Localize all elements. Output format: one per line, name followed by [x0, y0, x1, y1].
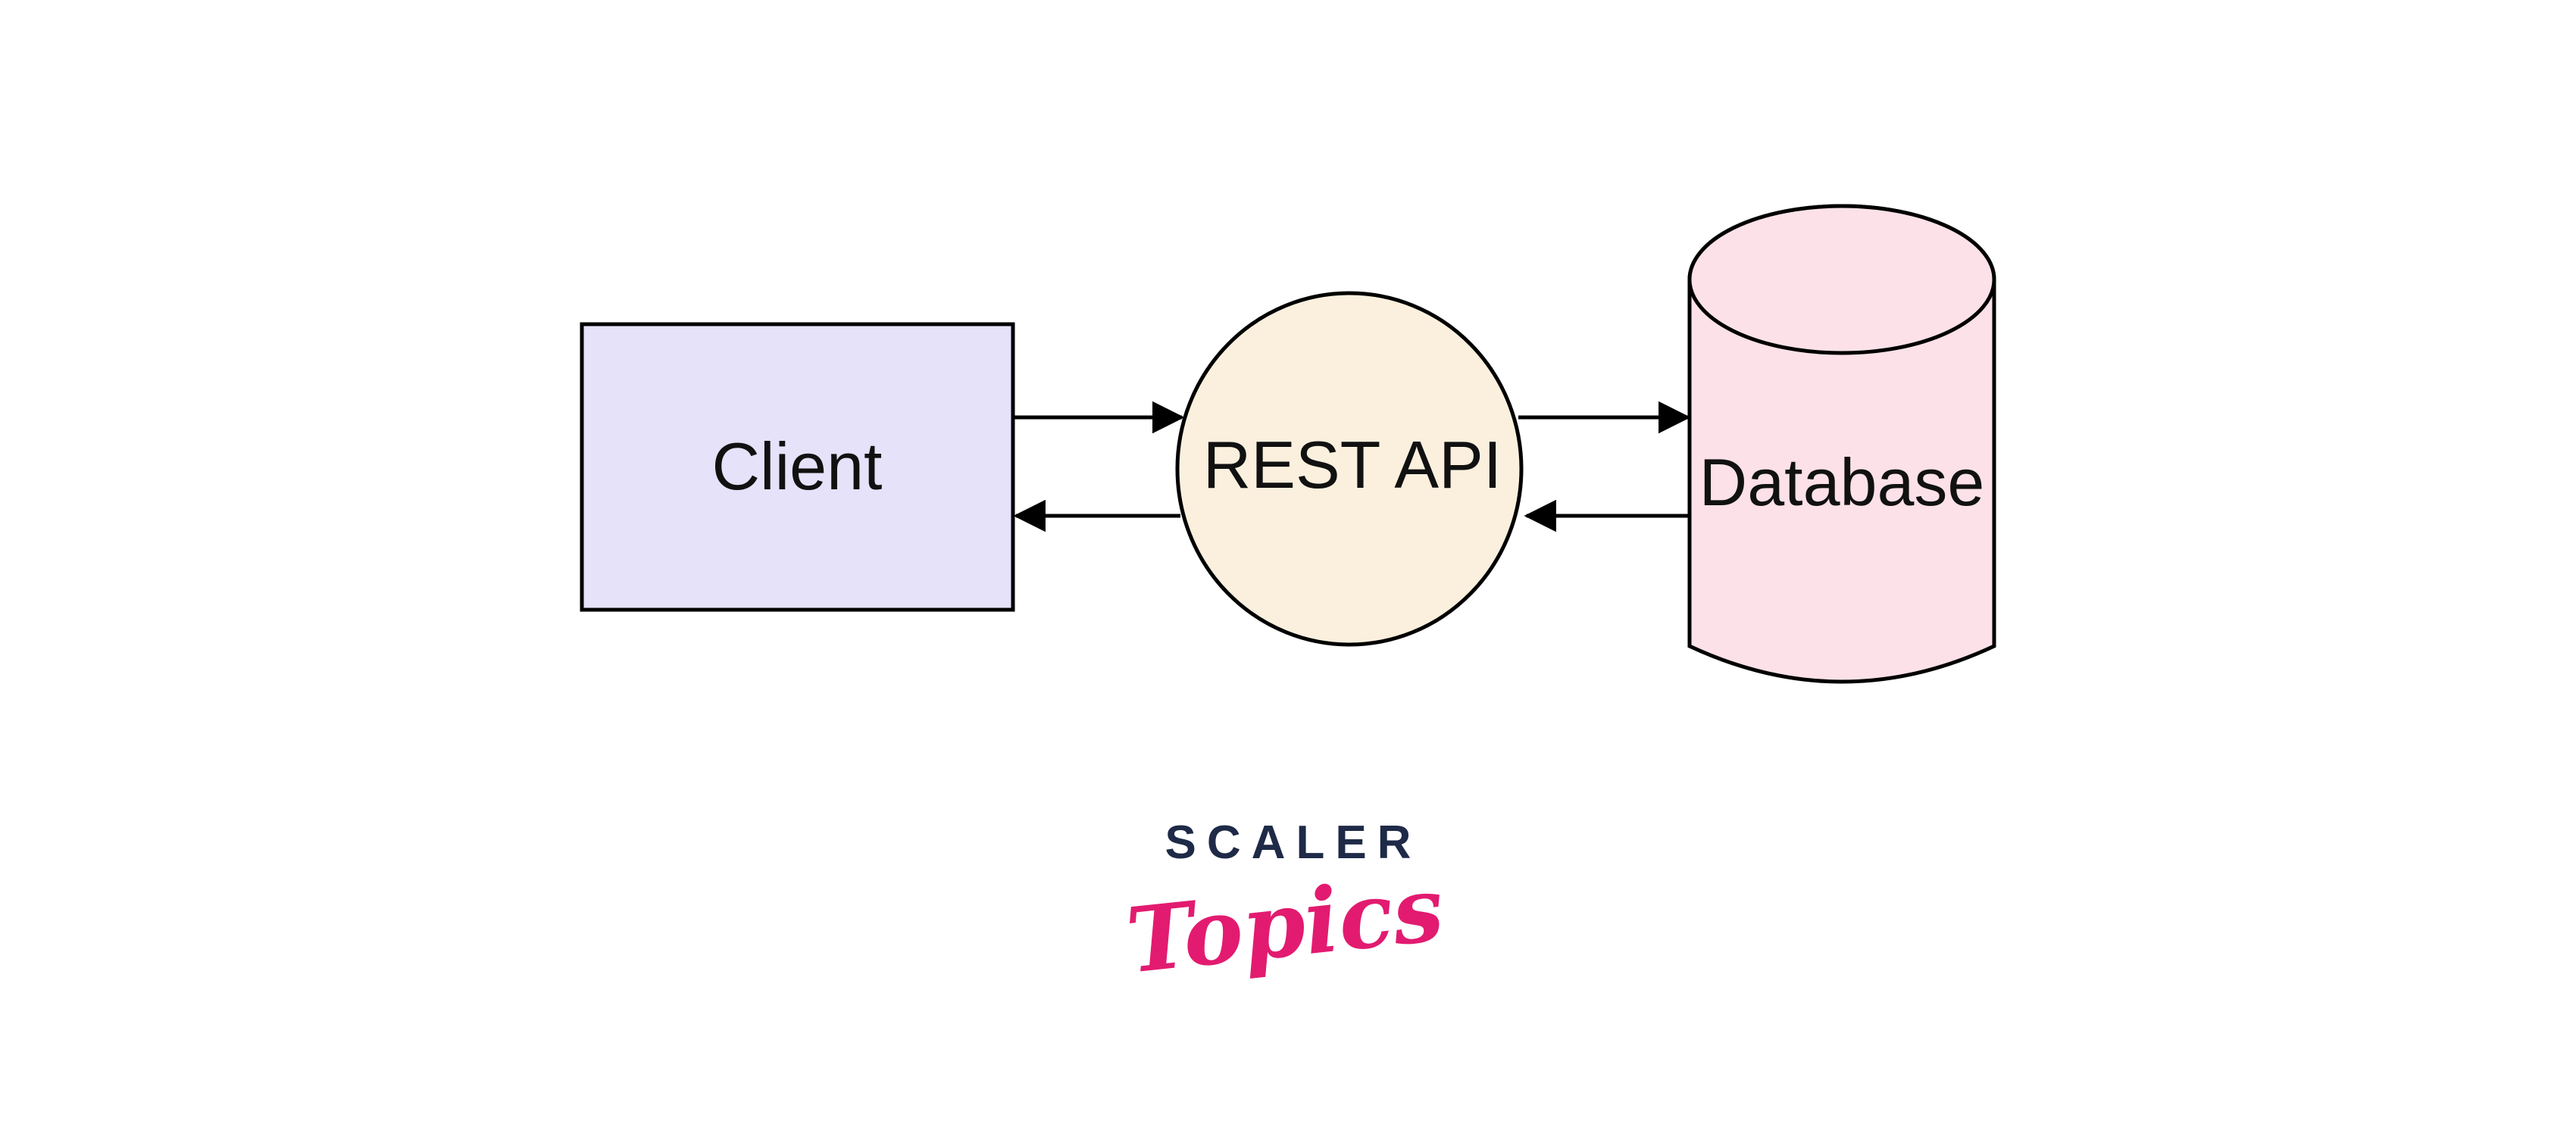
rest-api-circle — [1175, 291, 1524, 647]
client-node: Client — [580, 322, 1015, 612]
database-node: Database — [1687, 204, 1996, 684]
scaler-topics-logo: SCALER Topics — [1122, 817, 1449, 994]
logo-topics-text: Topics — [1122, 856, 1449, 994]
client-node-label: Client — [712, 429, 883, 504]
database-cylinder-top — [1687, 204, 1996, 355]
diagram-edges — [1013, 401, 1691, 532]
database-node-label: Database — [1699, 445, 1985, 520]
rest-api-node-label: REST API — [1203, 427, 1502, 502]
logo-scaler-text: SCALER — [1165, 817, 1422, 869]
rest-api-node: REST API — [1175, 291, 1524, 647]
client-rectangle — [580, 322, 1015, 612]
